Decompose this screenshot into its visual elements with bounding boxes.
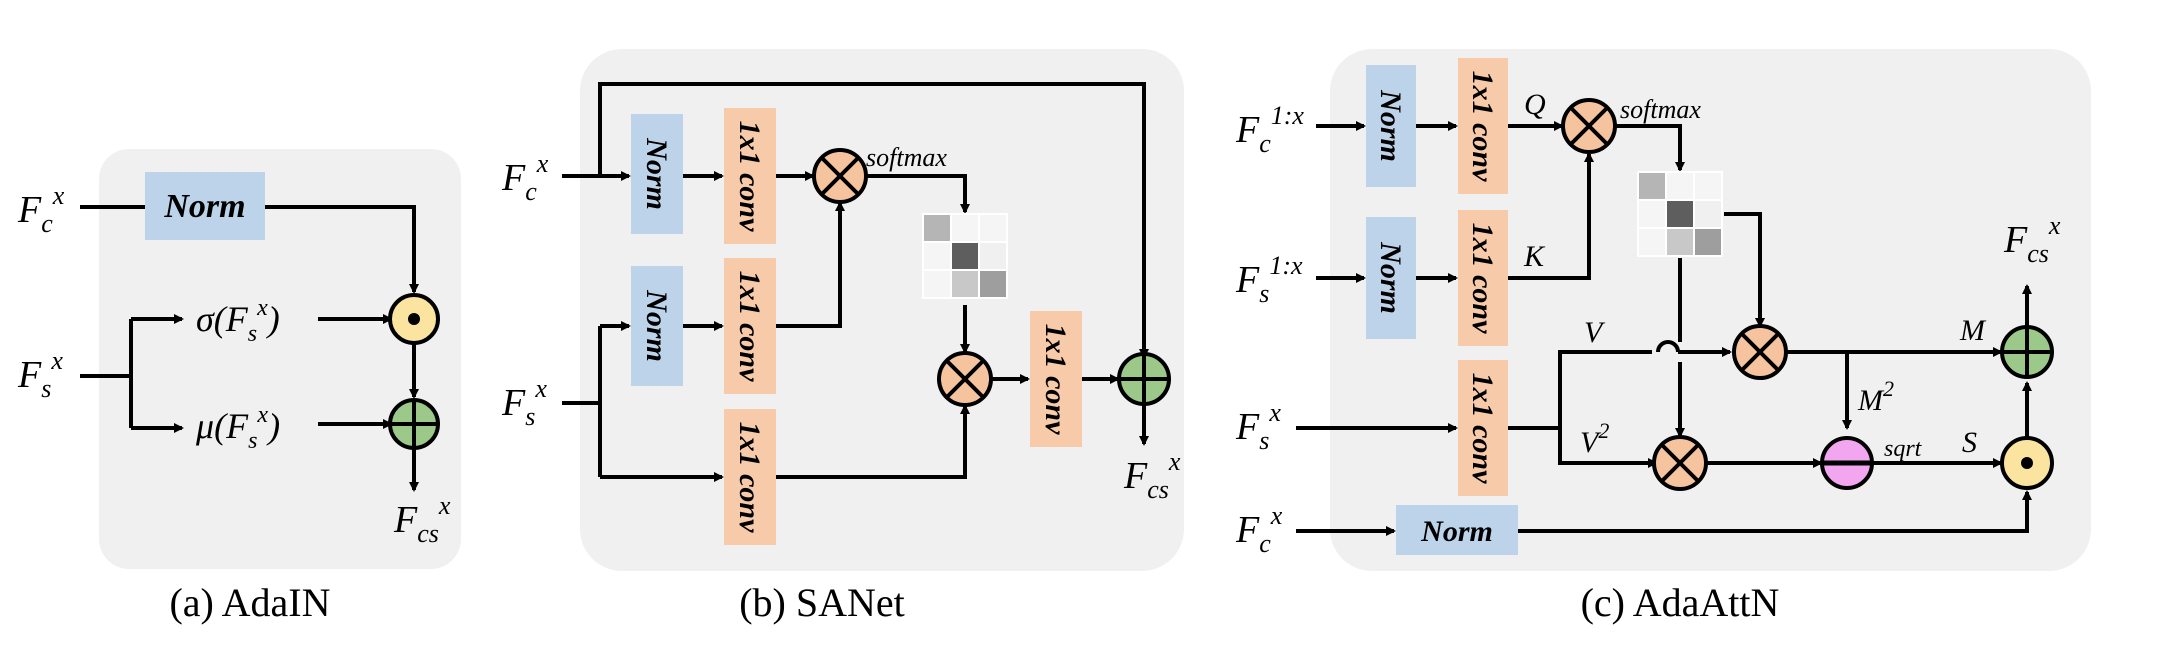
- panel-b-output: Fcsx: [1123, 447, 1181, 504]
- panel-a-output: Fcsx: [393, 491, 451, 548]
- panel-c-conv-label-3: 1x1 conv: [1466, 373, 1499, 485]
- panel-c-conv-box-1: [1458, 58, 1508, 194]
- panel-a-norm-label: Norm: [163, 188, 245, 225]
- panel-c-input-fc1: Fc1:x: [1235, 101, 1304, 158]
- panel-c-norm-label-3: Norm: [1420, 515, 1493, 548]
- panel-c-caption: (c) AdaAttN: [1581, 580, 1780, 625]
- panel-a-caption: (a) AdaIN: [169, 580, 330, 625]
- circled-plus-icon: [1117, 352, 1171, 406]
- panel-b-conv-label-1: 1x1 conv: [733, 121, 766, 233]
- panel-a-norm-box: [145, 172, 265, 240]
- panel-b-norm-label-1: Norm: [640, 137, 673, 210]
- panel-c-input-fs: Fsx: [1235, 398, 1281, 455]
- panel-a-sigma-label: σ(Fsx): [196, 295, 280, 347]
- panel-b-caption: (b) SANet: [739, 580, 905, 625]
- panel-c-norm-label-2: Norm: [1374, 241, 1407, 314]
- panel-b-input-fc: Fcx: [501, 149, 549, 206]
- circled-plus-icon: [2000, 325, 2054, 379]
- attention-map-grid-icon: [1637, 171, 1723, 257]
- panel-b-softmax-label: softmax: [866, 143, 947, 172]
- panel-c-output: Fcsx: [2003, 211, 2061, 268]
- panel-c-conv-label-2: 1x1 conv: [1466, 223, 1499, 335]
- attention-map-grid-icon: [922, 213, 1008, 299]
- panel-sanet: Fcx Fsx Norm Norm 1x1 conv 1x1 conv 1x1 …: [501, 49, 1184, 625]
- circled-times-icon: [1732, 324, 1788, 380]
- panel-c-s-label: S: [1962, 426, 1977, 459]
- circled-times-icon: [1561, 98, 1617, 154]
- circled-plus-icon: [388, 398, 440, 450]
- panel-c-conv-label-1: 1x1 conv: [1466, 71, 1499, 183]
- circled-dot-icon: [388, 293, 440, 345]
- panel-c-norm-box-2: [1366, 217, 1416, 339]
- panel-b-norm-label-2: Norm: [640, 289, 673, 362]
- panel-c-input-fc: Fcx: [1235, 501, 1283, 558]
- circled-dot-icon: [2000, 436, 2054, 490]
- panel-c-norm-box-1: [1366, 65, 1416, 187]
- panel-adain: Norm Fcx Fsx σ(Fsx) μ(Fsx): [17, 149, 461, 625]
- panel-adaattn: Fc1:x Fs1:x Fsx Fcx Norm Norm Norm 1x1 c…: [1235, 49, 2091, 625]
- panel-c-v2-label: V2: [1580, 418, 1609, 459]
- panel-c-v-label: V: [1584, 316, 1606, 349]
- panel-c-conv-box-2: [1458, 210, 1508, 346]
- panel-c-sqrt-label: sqrt: [1884, 436, 1923, 462]
- circled-minus-icon: [1820, 436, 1874, 490]
- panel-a-input-fc: Fcx: [17, 181, 65, 238]
- panel-c-norm-label-1: Norm: [1374, 89, 1407, 162]
- panel-b-conv-box-4: [1030, 311, 1082, 447]
- panel-b-norm-box-2: [631, 266, 683, 386]
- circled-times-icon: [812, 148, 868, 204]
- panel-c-background: [1330, 49, 2091, 571]
- panel-a-input-fs: Fsx: [17, 346, 63, 403]
- panel-c-q-label: Q: [1524, 88, 1546, 121]
- panel-c-norm-box-3: [1396, 505, 1518, 555]
- panel-b-conv-box-1: [724, 108, 776, 244]
- panel-c-input-fs1: Fs1:x: [1235, 251, 1303, 308]
- circled-times-icon: [937, 351, 993, 407]
- panel-b-conv-label-3: 1x1 conv: [733, 422, 766, 534]
- panel-c-k-label: K: [1523, 240, 1546, 273]
- circled-times-icon: [1652, 435, 1708, 491]
- panel-c-softmax-label: softmax: [1620, 95, 1701, 124]
- panel-c-conv-box-3: [1458, 360, 1508, 496]
- panel-a-mu-label: μ(Fsx): [195, 402, 280, 454]
- panel-b-conv-label-2: 1x1 conv: [733, 271, 766, 383]
- panel-c-m2-label: M2: [1857, 376, 1894, 417]
- panel-b-norm-box-1: [631, 114, 683, 234]
- panel-b-conv-box-2: [724, 258, 776, 394]
- panel-b-conv-box-3: [724, 409, 776, 545]
- panel-a-background: [99, 149, 461, 569]
- panel-b-input-fs: Fsx: [501, 374, 547, 431]
- panel-c-m-label: M: [1959, 314, 1987, 347]
- panel-b-conv-label-4: 1x1 conv: [1039, 324, 1072, 436]
